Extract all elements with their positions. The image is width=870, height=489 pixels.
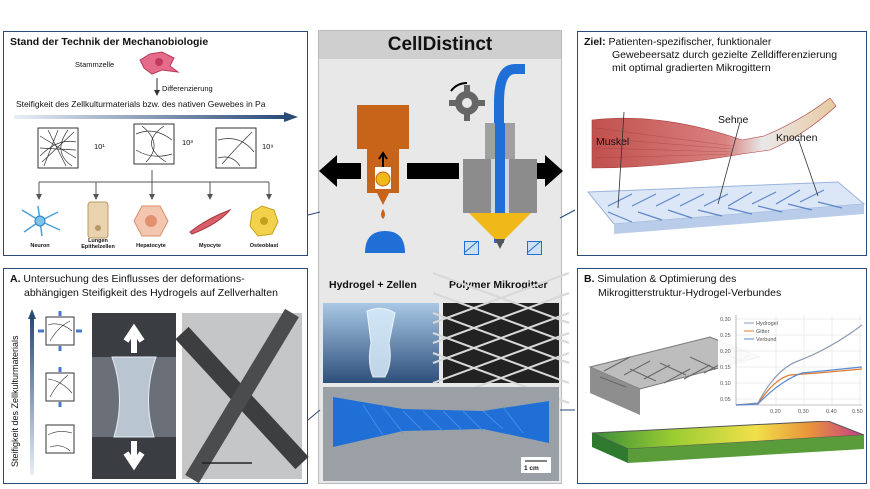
- exponent-3: 10⁹: [262, 142, 274, 151]
- cell-micrograph: [175, 308, 309, 484]
- stiffness-label: Steifigkeit des Zellkulturmaterials bzw.…: [16, 99, 266, 109]
- graded-lattice-illustration: [586, 111, 866, 234]
- section-a-title-1: A. Untersuchung des Einflusses der defor…: [10, 273, 245, 286]
- section-b-title-text-1: Simulation & Optimierung des: [597, 273, 737, 285]
- y-tick-4: 0.15: [720, 365, 731, 371]
- hydrogel-droplet-icon: [365, 231, 405, 253]
- x-tick-2: 0.30: [798, 409, 809, 415]
- y-tick-6: 0.05: [720, 397, 731, 403]
- polymer-printhead: [463, 64, 537, 249]
- legend-hydrogel: Hydrogel: [756, 321, 778, 327]
- goal-line-1: Ziel: Patienten-spezifischer, funktional…: [584, 36, 771, 49]
- differentiation-label: Differenzierung: [162, 84, 213, 93]
- deformation-box-3: [45, 424, 75, 454]
- stem-cell-icon: [139, 51, 180, 75]
- fiber-network-stiff: [215, 127, 257, 169]
- section-a-title-text-1: Untersuchung des Einflusses der deformat…: [23, 273, 245, 285]
- legend-verbund: Verbund: [756, 337, 777, 343]
- stress-strain-chart: Hydrogel Gitter Verbund 0.30 0.25 0.20 0…: [718, 309, 866, 421]
- gear-icon: [449, 82, 485, 121]
- panel-section-a: A. Untersuchung des Einflusses der defor…: [3, 268, 309, 484]
- vertical-gradient-arrow: [28, 309, 36, 475]
- y-tick-1: 0.30: [720, 317, 731, 323]
- center-column: CellDistinct H: [318, 30, 570, 484]
- osteoblast-icon: [249, 205, 279, 237]
- section-b-title-2: Mikrogitterstruktur-Hydrogel-Verbundes: [598, 287, 782, 299]
- y-tick-3: 0.20: [720, 349, 731, 355]
- label-tendon: Sehne: [718, 114, 749, 126]
- goal-line-3: mit optimal gradierten Mikrogittern: [612, 62, 771, 74]
- section-a-title-2: abhängigen Steifigkeit des Hydrogels auf…: [24, 287, 278, 299]
- hydrogel-printhead: [357, 105, 409, 219]
- y-tick-5: 0.10: [720, 381, 731, 387]
- goal-line-2: Gewebeersatz durch gezielte Zelldifferen…: [612, 49, 838, 61]
- label-bone: Knochen: [776, 132, 818, 144]
- x-tick-4: 0.50: [852, 409, 863, 415]
- panel-section-b: B. Simulation & Optimierung des Mikrogit…: [577, 268, 867, 484]
- section-b-label: B.: [584, 273, 595, 285]
- cell-label-hepatocyte: Hepatocyte: [136, 243, 166, 249]
- stiffness-gradient-arrow: [14, 112, 298, 122]
- label-muscle: Muskel: [596, 136, 630, 148]
- panel-title: Stand der Technik der Mechanobiologie: [10, 36, 209, 48]
- deformation-box-1: [38, 311, 82, 351]
- cell-label-lung: Lungen Epithelzellen: [81, 238, 115, 250]
- fiber-network-soft: [37, 127, 79, 169]
- deformation-box-2: [45, 367, 75, 407]
- lung-epithelial-icon: [87, 201, 109, 239]
- stress-contour-model: [591, 420, 865, 463]
- myocyte-icon: [189, 208, 232, 235]
- composite-dogbone-photo: [323, 387, 559, 481]
- hydrogel-tensile-photo: [92, 313, 176, 479]
- panel-goal: Ziel: Patienten-spezifischer, funktional…: [577, 31, 867, 256]
- neuron-icon: [21, 205, 61, 237]
- differentiation-tree: [36, 170, 272, 200]
- hydrogel-construct-photo: [323, 303, 439, 383]
- y-tick-2: 0.25: [720, 333, 731, 339]
- goal-text-1: Patienten-spezifischer, funktionaler: [608, 36, 772, 48]
- exponent-1: 10¹: [94, 142, 105, 151]
- exponent-2: 10³: [182, 138, 193, 147]
- polymer-lattice-photo: [432, 272, 570, 404]
- section-b-title-1: B. Simulation & Optimierung des: [584, 273, 736, 286]
- project-title: CellDistinct: [319, 31, 561, 59]
- lattice-square-left: [463, 240, 479, 255]
- cell-label-myocyte: Myocyte: [198, 243, 221, 249]
- fiber-network-medium: [133, 123, 175, 165]
- stem-cell-label: Stammzelle: [75, 60, 115, 69]
- hepatocyte-icon: [133, 205, 169, 237]
- goal-label: Ziel:: [584, 36, 606, 48]
- lattice-square-right: [526, 240, 542, 255]
- cell-label-neuron: Neuron: [30, 243, 50, 249]
- label-hydrogel-cells: Hydrogel + Zellen: [329, 279, 417, 291]
- legend-gitter: Gitter: [756, 329, 770, 335]
- x-tick-3: 0.40: [826, 409, 837, 415]
- section-a-label: A.: [10, 273, 21, 285]
- scale-bar-label: 1 cm: [524, 465, 539, 472]
- x-tick-1: 0.20: [770, 409, 781, 415]
- cell-label-osteoblast: Osteoblast: [249, 243, 279, 249]
- muscle-tendon-bone-illustration: [591, 97, 837, 169]
- differentiation-arrow: [154, 78, 160, 96]
- panel-state-of-art: Stand der Technik der Mechanobiologie St…: [3, 31, 308, 256]
